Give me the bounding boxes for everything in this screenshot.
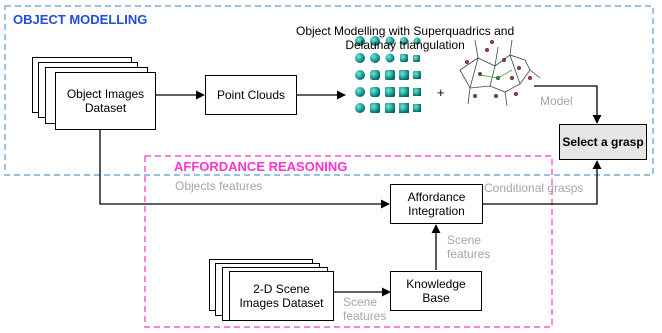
scene-features-lower-label: Scene features: [343, 295, 387, 324]
affordance-integration-box: Affordance Integration: [390, 184, 483, 224]
superquadrics-grid-icon: [355, 36, 421, 113]
conditional-grasps-label: Conditional grasps: [484, 181, 584, 195]
scene-features-upper-label: Scene features: [447, 233, 491, 262]
arrow-objects-features: [99, 130, 390, 209]
arrow-conditional-grasps: [483, 160, 602, 205]
objects-features-label: Objects features: [175, 179, 263, 193]
delaunay-triangulation-icon: [459, 39, 541, 107]
model-label: Model: [540, 94, 573, 108]
object-images-dataset-box: Object Images Dataset: [55, 72, 156, 130]
affordance-reasoning-region: [144, 155, 553, 328]
superquadrics-title: Object Modelling with Superquadrics and …: [296, 24, 515, 53]
object-modelling-title: OBJECT MODELLING: [13, 12, 148, 27]
affordance-reasoning-title: AFFORDANCE REASONING: [174, 159, 348, 174]
knowledge-base-box: Knowledge Base: [390, 271, 482, 311]
arrow-model-to-select-grasp: [534, 85, 602, 124]
point-clouds-box: Point Clouds: [205, 75, 297, 115]
plus-sign: +: [437, 85, 445, 100]
select-grasp-box: Select a grasp: [559, 124, 647, 160]
scene-images-dataset-box: 2-D Scene Images Dataset: [229, 271, 334, 321]
object-modelling-region: [4, 5, 654, 176]
